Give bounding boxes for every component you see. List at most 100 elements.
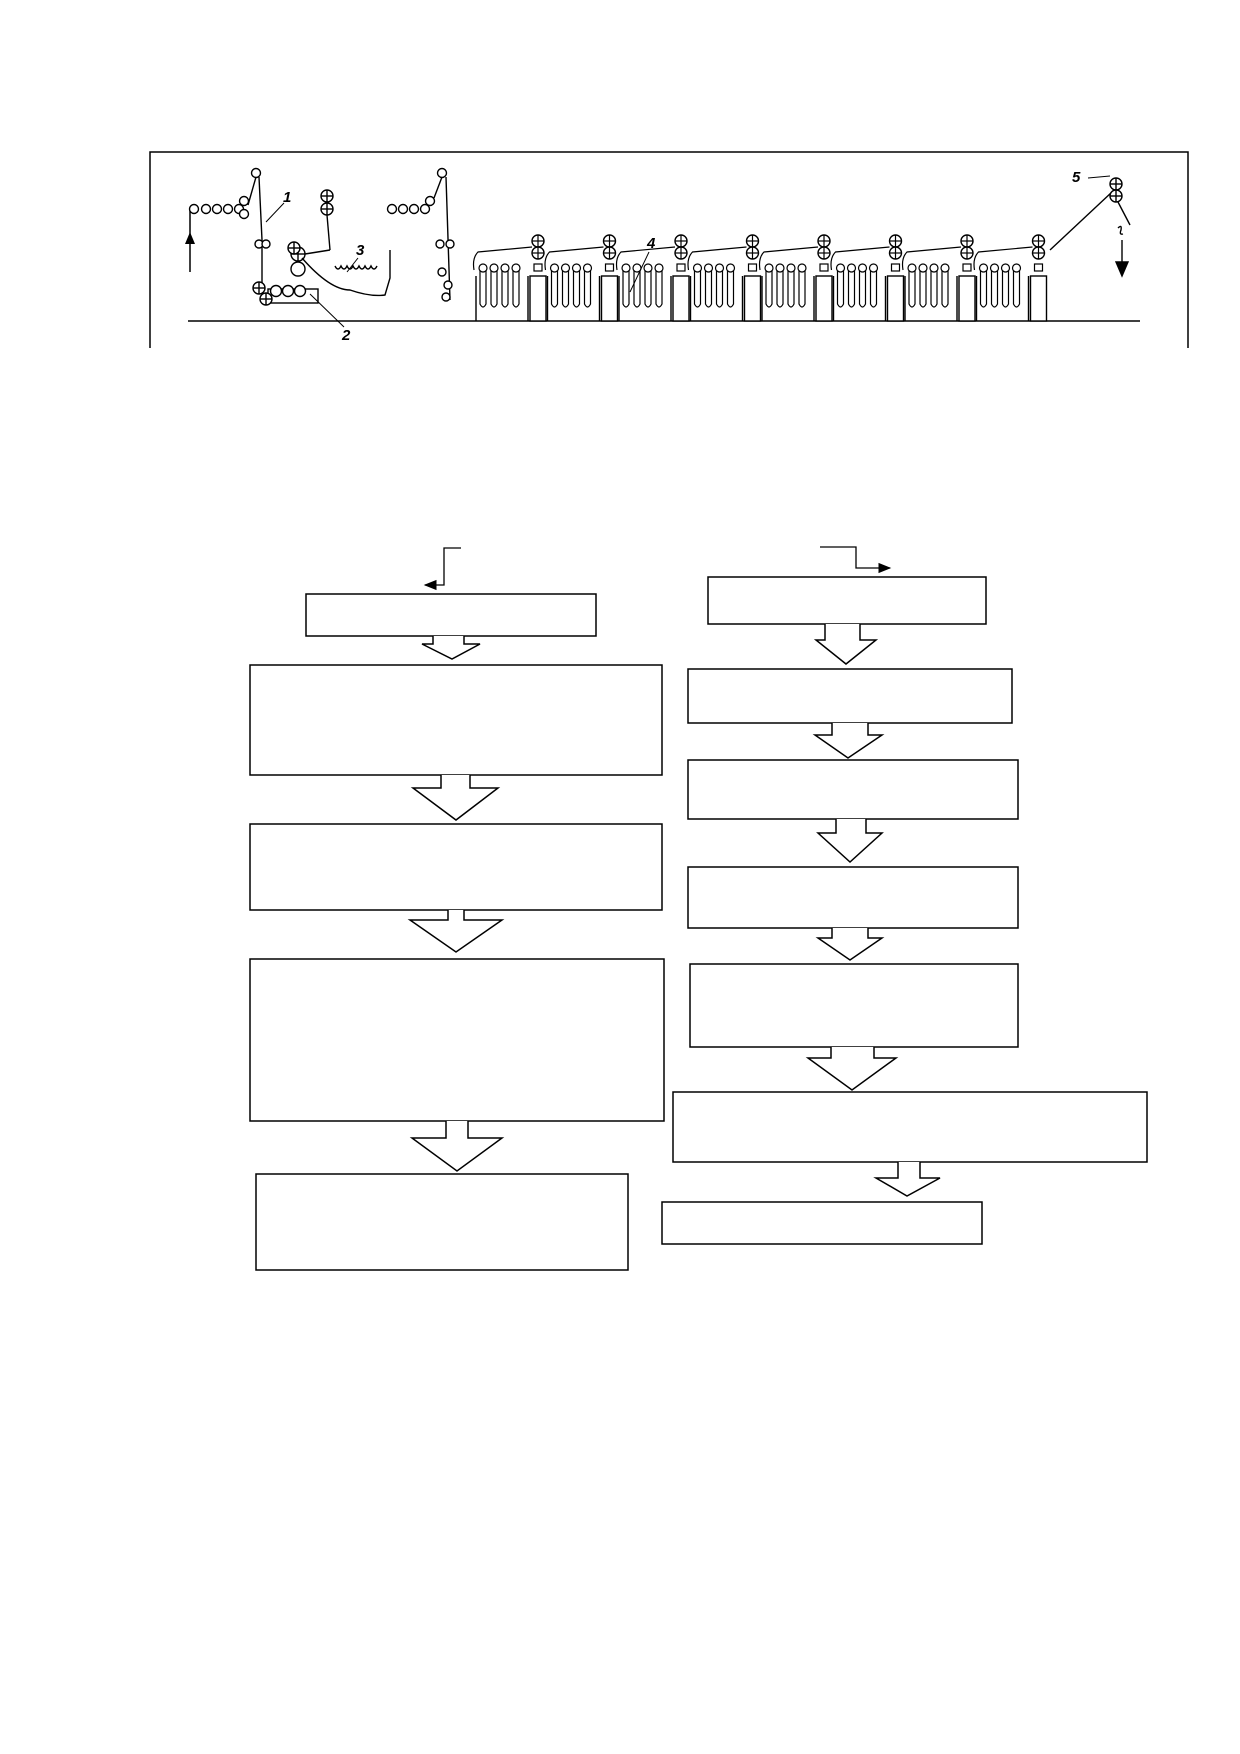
right-arrow-1 xyxy=(813,624,879,665)
wash-box-8-pillar xyxy=(1029,275,1048,322)
wash-box-5-feed-line xyxy=(758,246,819,271)
right-step-2 xyxy=(687,668,1013,724)
wash-box-6-top-roller-3 xyxy=(857,263,868,273)
wash-box-8-feed-line xyxy=(973,246,1033,271)
wash-box-3-walls xyxy=(618,276,672,321)
left-arrow-4 xyxy=(409,1121,505,1172)
wash-box-4-top-roller-3 xyxy=(714,263,725,273)
wash-box-5-top-roller-1 xyxy=(764,263,774,273)
wash-box-3-top-roller-3 xyxy=(643,263,653,273)
wash-box-8-block xyxy=(1033,263,1044,272)
wash-box-8-walls xyxy=(975,276,1030,321)
right-arrow-4 xyxy=(815,928,885,961)
fabric-entry-arrow xyxy=(185,210,195,272)
wash-box-5-loop-2 xyxy=(776,270,784,308)
wash-box-4-loop-4 xyxy=(726,270,735,308)
left-arrow-3 xyxy=(407,910,505,953)
wash-box-7-top-roller-2 xyxy=(918,263,928,273)
wash-box-7-feed-line xyxy=(901,246,962,271)
left-step-5 xyxy=(255,1173,629,1271)
prewash-rollers xyxy=(386,167,455,302)
right-arrow-2 xyxy=(812,723,885,759)
wash-box-7-walls xyxy=(904,276,958,321)
machine-line-diagram: 1 2 3 xyxy=(149,151,1189,348)
left-step-3 xyxy=(249,823,663,911)
wash-box-3-loop-2 xyxy=(633,270,641,308)
wash-box-1-walls xyxy=(475,276,529,321)
wash-box-2-block xyxy=(604,263,615,272)
wash-box-2-top-roller-2 xyxy=(560,263,571,273)
wash-box-1-top-roller-1 xyxy=(478,263,488,273)
wash-box-6-loop-3 xyxy=(858,270,867,308)
left-arrow-2 xyxy=(410,775,501,821)
right-arrow-6 xyxy=(873,1162,941,1197)
callout-1: 1 xyxy=(283,189,291,206)
wash-box-3-pillar xyxy=(672,275,690,322)
right-step-4 xyxy=(687,866,1019,929)
wash-box-7-loop-1 xyxy=(908,270,916,308)
left-input-connector xyxy=(423,547,461,591)
right-column xyxy=(661,576,1148,1245)
exit-unit xyxy=(1049,177,1131,278)
callout-3: 3 xyxy=(356,242,365,259)
wash-box-4-top-roller-2 xyxy=(703,263,714,273)
wash-box-4-top-roller-4 xyxy=(725,263,736,273)
right-step-7 xyxy=(661,1201,983,1245)
padder-unit xyxy=(252,246,319,306)
wash-box-3-loop-4 xyxy=(655,270,663,308)
right-step-5 xyxy=(689,963,1019,1048)
wash-box-2-feed-line xyxy=(544,246,604,271)
callout-4: 4 xyxy=(646,235,656,252)
wash-box-6-feed-line xyxy=(830,246,890,271)
right-arrow-3 xyxy=(816,819,884,864)
wash-box-8-top-roller-1 xyxy=(978,263,989,273)
wash-box-1-feed-line xyxy=(472,246,533,271)
callout-2: 2 xyxy=(341,327,351,344)
wash-box-1-loop-2 xyxy=(490,270,498,308)
wash-box-2-walls xyxy=(546,276,601,321)
wash-box-1-loop-4 xyxy=(512,270,520,308)
wash-box-4-block xyxy=(747,263,758,272)
wash-box-3-loop-1 xyxy=(622,270,630,308)
left-step-4 xyxy=(249,958,665,1122)
diagram-frame xyxy=(149,151,1189,348)
wash-box-7-top-roller-3 xyxy=(929,263,939,273)
wash-box-3-top-roller-4 xyxy=(654,263,664,273)
wash-box-5-top-roller-3 xyxy=(786,263,796,273)
wash-box-2-top-roller-1 xyxy=(549,263,560,273)
wash-box-1-loop-3 xyxy=(501,270,509,308)
wash-box-8-loop-1 xyxy=(979,270,988,308)
wash-box-6-loop-1 xyxy=(836,270,845,308)
wash-box-3-loop-3 xyxy=(644,270,652,308)
wash-box-8-top-roller-2 xyxy=(989,263,1000,273)
wash-box-5-top-roller-2 xyxy=(775,263,785,273)
left-column xyxy=(249,593,665,1271)
wash-box-5-block xyxy=(819,263,829,272)
wash-box-1-block xyxy=(533,263,543,272)
wash-box-8-loop-3 xyxy=(1001,270,1010,308)
wash-box-6-top-roller-2 xyxy=(846,263,857,273)
wash-box-7-loop-3 xyxy=(930,270,938,308)
wash-box-1-top-roller-4 xyxy=(511,263,521,273)
wash-box-8-loop-2 xyxy=(990,270,999,308)
left-arrow-1 xyxy=(421,636,481,660)
wash-box-8-top-roller-4 xyxy=(1011,263,1022,273)
wash-box-7-pillar xyxy=(958,275,976,322)
wash-box-2-loop-2 xyxy=(561,270,570,308)
wash-box-4-loop-2 xyxy=(704,270,713,308)
wash-box-4-pillar xyxy=(743,275,762,322)
wash-box-4-loop-1 xyxy=(693,270,702,308)
wash-box-2-loop-3 xyxy=(572,270,581,308)
wash-box-4-walls xyxy=(689,276,744,321)
wash-box-7-loop-4 xyxy=(941,270,949,308)
wash-box-1-top-roller-2 xyxy=(489,263,499,273)
right-input-connector xyxy=(820,546,892,574)
wash-box-7-top-roller-1 xyxy=(907,263,917,273)
right-step-3 xyxy=(687,759,1019,820)
left-step-2 xyxy=(249,664,663,776)
right-step-1 xyxy=(707,576,987,625)
wash-box-5-pillar xyxy=(815,275,833,322)
wash-box-1-pillar xyxy=(529,275,547,322)
wash-box-5-top-roller-4 xyxy=(797,263,807,273)
wash-box-8-loop-4 xyxy=(1012,270,1021,308)
